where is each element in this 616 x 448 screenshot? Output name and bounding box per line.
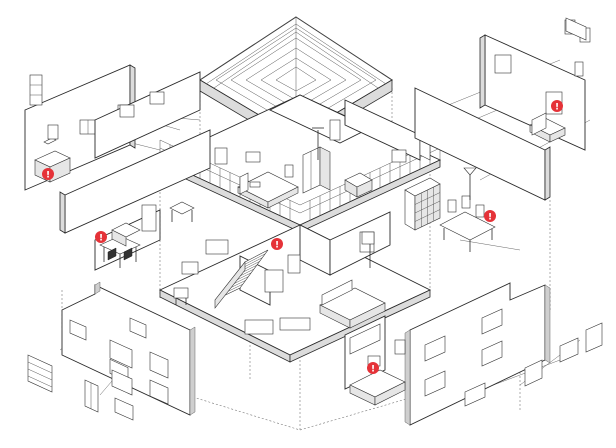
front-living-area — [344, 315, 406, 406]
right-wall-panel — [361, 87, 551, 252]
armchair — [344, 172, 373, 198]
wardrobe — [302, 146, 331, 194]
alert-marker-glyph: ! — [275, 241, 279, 251]
left-wall-panel — [59, 129, 211, 305]
alert-markers: !!!!!! — [42, 100, 563, 375]
back-left-wall-panel — [94, 71, 201, 159]
right-dining-set — [439, 195, 496, 252]
staircase — [214, 249, 269, 309]
bed — [237, 171, 299, 209]
alert-marker-glyph: ! — [488, 213, 492, 223]
alert-marker-icon: ! — [551, 100, 563, 113]
alert-marker-glyph: ! — [46, 171, 50, 181]
front-left-brick-wall — [61, 281, 196, 416]
cube-bookshelf — [404, 177, 441, 231]
exploded-windows-doors — [27, 17, 603, 421]
ground-floor — [158, 211, 432, 363]
living-sofa — [319, 279, 386, 329]
alert-marker-icon: ! — [367, 362, 379, 375]
alert-marker-glyph: ! — [99, 234, 103, 244]
alert-marker-glyph: ! — [555, 103, 559, 113]
upper-floor — [158, 94, 442, 233]
alert-marker-glyph: ! — [371, 365, 375, 375]
front-right-brick-wall — [404, 282, 551, 426]
bottom-sofa — [349, 369, 406, 406]
alert-marker-icon: ! — [484, 210, 496, 223]
alert-marker-icon: ! — [95, 231, 107, 244]
alert-marker-icon: ! — [42, 168, 54, 181]
alert-marker-icon: ! — [271, 238, 283, 251]
